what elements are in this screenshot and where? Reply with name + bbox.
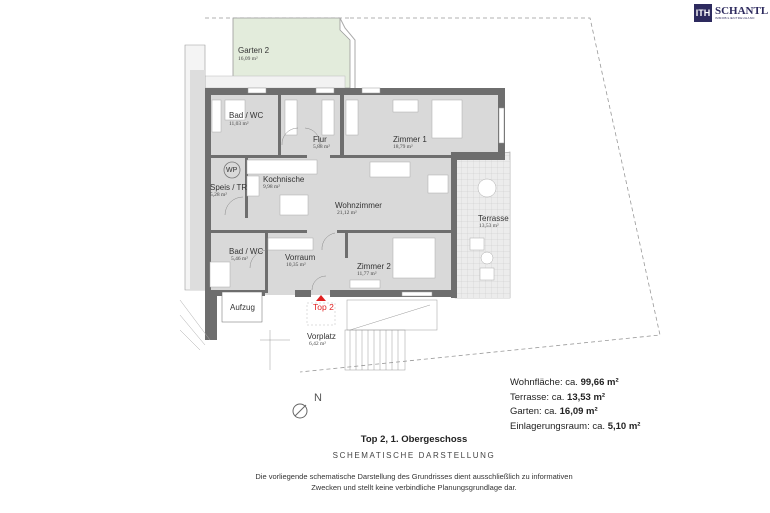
room-area-terrasse: 13,53 m² (479, 223, 499, 229)
room-area-garten2: 16,09 m² (238, 56, 258, 62)
heat-pump-marker (223, 161, 241, 179)
room-area-wohnzimmer: 21,12 m² (337, 210, 357, 216)
logo-mark: ITH (694, 4, 712, 22)
room-label-aufzug: Aufzug (230, 303, 255, 312)
plan-title: Top 2, 1. Obergeschoss (360, 434, 468, 445)
disclaimer-line: Die vorliegende schematische Darstellung… (255, 472, 573, 481)
stairs (179, 299, 438, 371)
room-label-zimmer2: Zimmer 2 (357, 262, 391, 271)
logo-name: SCHANTL (715, 5, 769, 17)
summary-row: Einlagerungsraum: ca. 5,10 m² (510, 420, 640, 435)
summary-value: 99,66 m² (580, 377, 619, 388)
room-area-bad2: 5,46 m² (231, 256, 248, 262)
room-label-kochnische: Kochnische (263, 175, 305, 184)
room-label-bad1: Bad / WC (229, 111, 264, 120)
room-label-wohnzimmer: Wohnzimmer (335, 201, 382, 210)
room-label-garten2: Garten 2 (238, 46, 270, 55)
room-label-flur: Flur (313, 135, 327, 144)
plan-subtitle: SCHEMATISCHE DARSTELLUNG (332, 451, 496, 460)
disclaimer-line: Zwecken und stellt keine verbindliche Pl… (311, 482, 517, 492)
north-label: N (314, 392, 322, 404)
summary-label: Einlagerungsraum: ca. (510, 420, 606, 432)
logo-tagline: IMMOBILIENTREUHAND (715, 16, 755, 20)
entrance-label: Top 2 (313, 302, 334, 312)
disclaimer: Die vorliegende schematische Darstellung… (0, 472, 770, 493)
room-label-vorraum: Vorraum (285, 253, 316, 262)
wp-label: WP (226, 167, 238, 174)
summary-row: Wohnfläche: ca. 99,66 m² (510, 376, 640, 391)
room-area-kochnische: 9,98 m² (263, 184, 280, 190)
summary-label: Garten: ca. (510, 406, 557, 417)
room-label-zimmer1: Zimmer 1 (393, 135, 427, 144)
summary-value: 13,53 m² (567, 391, 606, 403)
area-summary: Wohnfläche: ca. 99,66 m² Terrasse: ca. 1… (510, 376, 640, 434)
furniture (209, 99, 497, 323)
room-label-vorplatz: Vorplatz (307, 332, 336, 341)
walls (205, 88, 505, 340)
room-area-bad1: 11,03 m² (229, 121, 249, 127)
room-label-bad2: Bad / WC (229, 247, 264, 256)
summary-value: 5,10 m² (607, 420, 641, 432)
summary-row: Garten: ca. 16,09 m² (510, 405, 640, 420)
summary-label: Terrasse: ca. (510, 391, 565, 403)
brand-logo: ITH SCHANTL IMMOBILIENTREUHAND (694, 4, 768, 22)
room-area-vorplatz: 6,42 m² (309, 341, 326, 347)
summary-value: 16,09 m² (559, 406, 598, 417)
summary-label: Wohnfläche: ca. (510, 377, 578, 388)
summary-row: Terrasse: ca. 13,53 m² (510, 391, 640, 406)
room-label-terrasse: Terrasse (478, 214, 509, 223)
room-area-vorraum: 10,35 m² (286, 262, 306, 268)
entrance-arrow-icon (316, 295, 326, 301)
room-area-zimmer2: 11,77 m² (357, 271, 377, 277)
room-label-speis: Speis / TR (210, 183, 248, 192)
room-area-speis: 5,28 m² (210, 192, 227, 198)
north-arrow-icon (292, 403, 308, 419)
room-area-flur: 5,88 m² (313, 144, 330, 150)
room-area-zimmer1: 18,79 m² (393, 144, 413, 150)
